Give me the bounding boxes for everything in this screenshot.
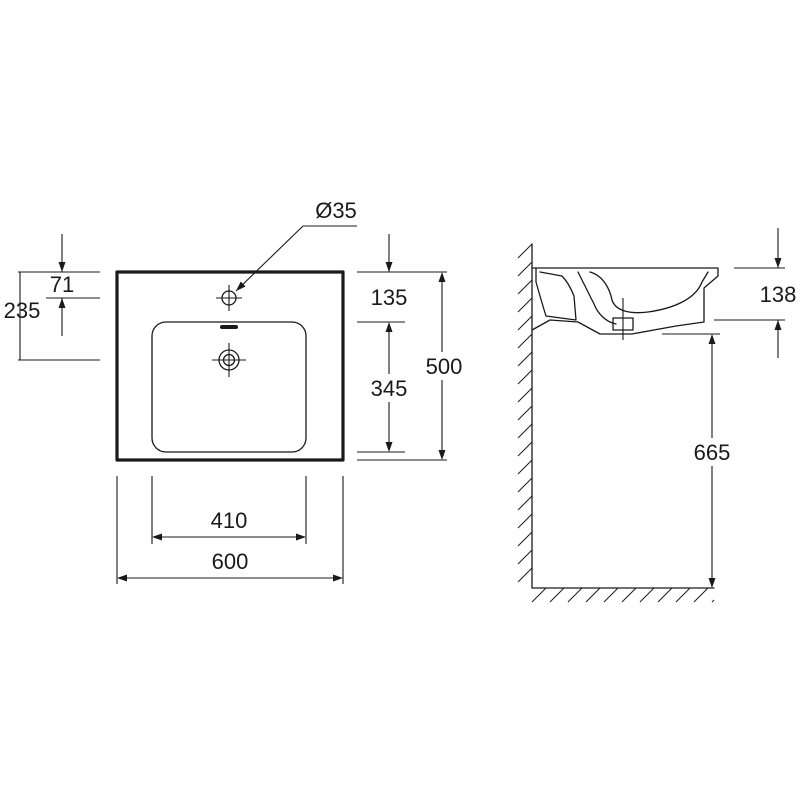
drain-offset-label: 235 [4,298,41,323]
left-dimensions: 71 235 [4,234,100,361]
right-dimensions: 135 345 500 [357,234,470,461]
bowl-width-label: 410 [211,508,248,533]
mounting-height-dimension: 665 [662,333,740,588]
bowl-depth-label: 345 [371,376,408,401]
top-view: Ø35 71 235 135 345 [4,198,470,584]
drain [212,343,246,377]
overall-depth-label: 500 [426,354,463,379]
tap-hole-diameter-label: Ø35 [315,198,357,223]
rim-to-bowl-label: 135 [371,285,408,310]
basin-section [531,267,719,340]
overall-width-label: 600 [212,549,249,574]
basin-height-label: 138 [760,282,797,307]
basin-height-dimension: 138 [714,228,796,358]
side-view: 138 665 [517,228,796,603]
tap-hole-diameter-callout: Ø35 [235,198,357,292]
tap-hole [216,285,242,311]
tap-hole-offset-label: 71 [50,272,74,297]
wall [517,243,533,589]
mounting-height-label: 665 [694,440,731,465]
bowl-outline [151,321,307,453]
floor [531,587,715,603]
bottom-dimensions: 410 600 [116,476,344,584]
overflow-slot [220,325,238,329]
basin-outline [115,270,345,462]
